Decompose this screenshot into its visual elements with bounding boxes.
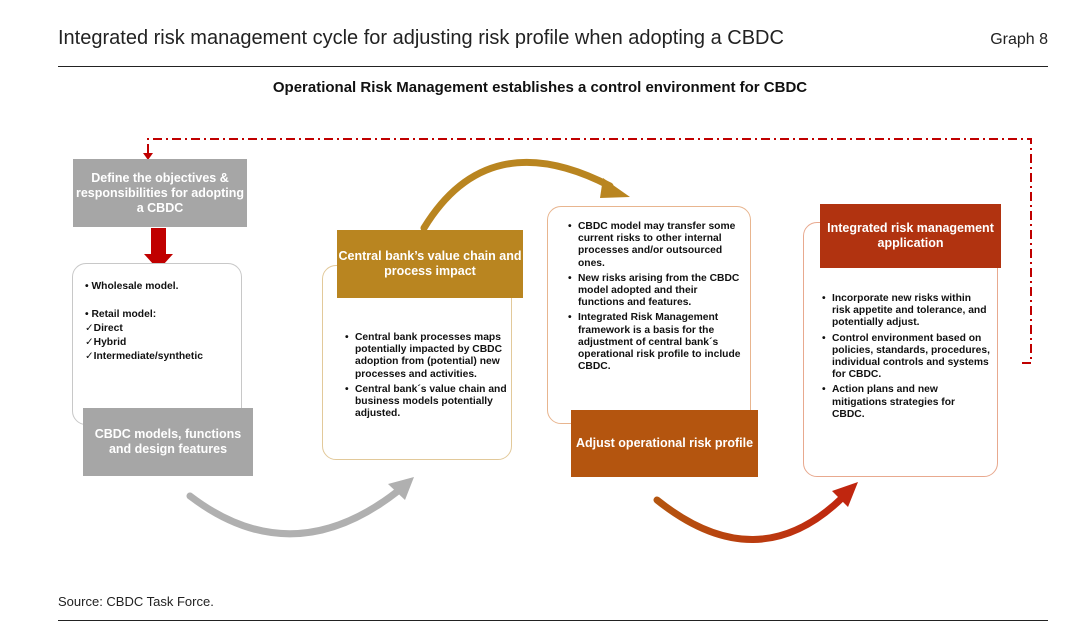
bullet-item: Action plans and new mitigations strateg…: [822, 384, 990, 421]
graph-number: Graph 8: [990, 31, 1048, 48]
retail-item: • Retail model:: [85, 309, 157, 320]
adjust-bullets: CBDC model may transfer some current ris…: [568, 221, 746, 373]
grey-curved-arrow: [186, 487, 402, 538]
bottom-divider: [58, 620, 1048, 621]
bullet-item: CBDC model may transfer some current ris…: [568, 221, 746, 270]
red-curved-arrow: [653, 494, 846, 543]
figure-header: Integrated risk management cycle for adj…: [58, 27, 1048, 67]
down-arrow-head: [144, 254, 173, 270]
down-arrow-shaft: [151, 228, 166, 256]
wholesale-item: • Wholesale model.: [85, 281, 179, 292]
value-chain-box: Central bank’s value chain and process i…: [337, 230, 523, 298]
irm-application-label: Integrated risk management application: [827, 221, 994, 250]
define-objectives-label: Define the objectives & responsibilities…: [75, 170, 245, 215]
cbdc-models-label: CBDC models, functions and design featur…: [94, 427, 242, 456]
grey-arrowhead: [388, 477, 414, 500]
adjust-risk-box: Adjust operational risk profile: [571, 410, 758, 477]
irm-application-box: Integrated risk management application: [820, 204, 1001, 268]
cbdc-models-box: CBDC models, functions and design featur…: [83, 408, 253, 476]
diagram-subtitle: Operational Risk Management establishes …: [272, 79, 808, 96]
red-arrowhead: [832, 482, 858, 507]
bullet-item: Central bank´s value chain and business …: [345, 384, 509, 421]
adjust-panel: CBDC model may transfer some current ris…: [547, 206, 751, 424]
bullet-item: Control environment based on policies, s…: [822, 333, 990, 382]
intermediate-item: ✓Intermediate/synthetic: [85, 351, 203, 362]
list-spacer: [85, 294, 203, 308]
value-chain-label: Central bank’s value chain and process i…: [338, 249, 522, 278]
direct-item: ✓Direct: [85, 323, 123, 334]
source-note: Source: CBDC Task Force.: [58, 594, 214, 609]
gold-curved-arrow: [420, 158, 614, 232]
models-panel: • Wholesale model. • Retail model: ✓Dire…: [72, 263, 242, 425]
irm-bullets: Incorporate new risks within risk appeti…: [822, 293, 990, 421]
gold-arrowhead: [600, 178, 630, 198]
figure-title: Integrated risk management cycle for adj…: [58, 27, 784, 49]
value-chain-bullets: Central bank processes maps potentially …: [345, 332, 509, 420]
adjust-risk-label: Adjust operational risk profile: [575, 436, 754, 450]
bullet-item: Integrated Risk Management framework is …: [568, 312, 746, 373]
feedback-loop-arrowhead: [143, 153, 153, 160]
hybrid-item: ✓Hybrid: [85, 337, 127, 348]
bullet-item: New risks arising from the CBDC model ad…: [568, 273, 746, 310]
feedback-loop-line: [147, 138, 1032, 364]
define-objectives-box: Define the objectives & responsibilities…: [73, 159, 247, 227]
bullet-item: Central bank processes maps potentially …: [345, 332, 509, 381]
bullet-item: Incorporate new risks within risk appeti…: [822, 293, 990, 330]
models-list: • Wholesale model. • Retail model: ✓Dire…: [85, 280, 203, 364]
